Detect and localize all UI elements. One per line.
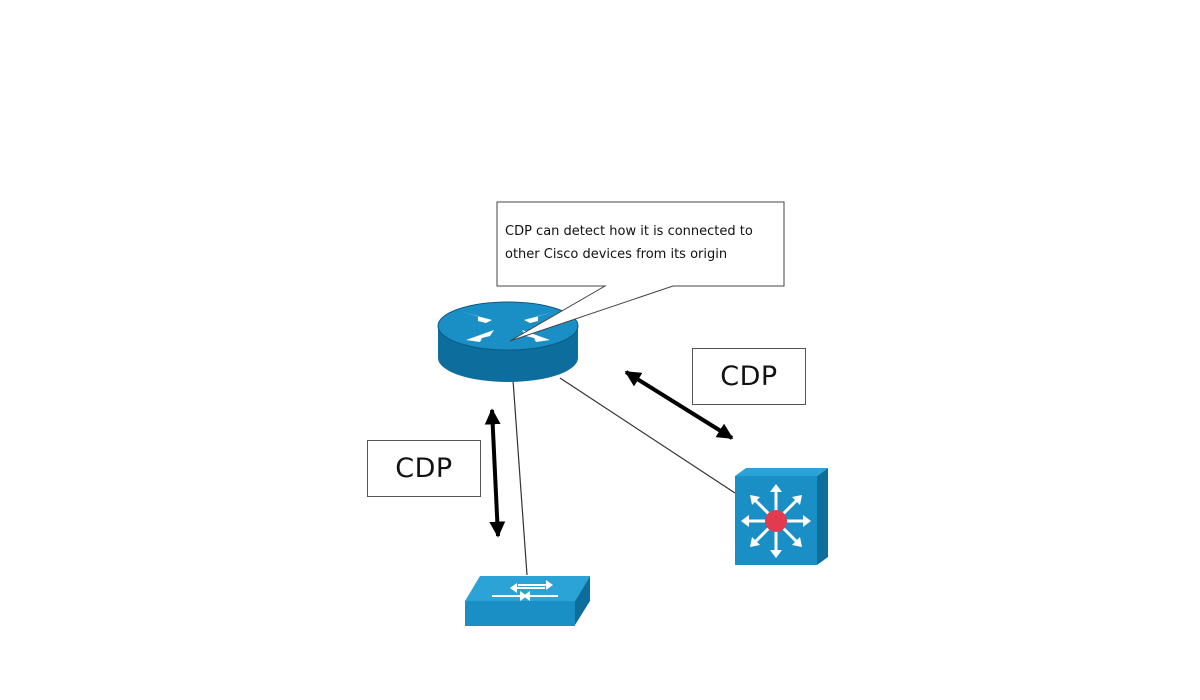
cdp-arrow-left	[484, 408, 506, 538]
callout-line-1: CDP can detect how it is connected to	[505, 224, 753, 239]
cdp-label-right-text: CDP	[720, 361, 778, 392]
callout-balloon	[496, 201, 785, 342]
workgroup-switch-icon	[465, 576, 590, 626]
cdp-arrow-right	[624, 370, 734, 440]
callout-line-2: other Cisco devices from its origin	[505, 247, 728, 262]
cdp-label-left: CDP	[367, 440, 481, 497]
cdp-label-right: CDP	[692, 348, 806, 405]
cdp-label-left-text: CDP	[395, 453, 453, 484]
callout-text: CDP can detect how it is connected to ot…	[505, 220, 777, 266]
link-router-switch	[512, 379, 528, 576]
multilayer-switch-icon	[735, 468, 828, 565]
router-icon	[437, 301, 579, 382]
